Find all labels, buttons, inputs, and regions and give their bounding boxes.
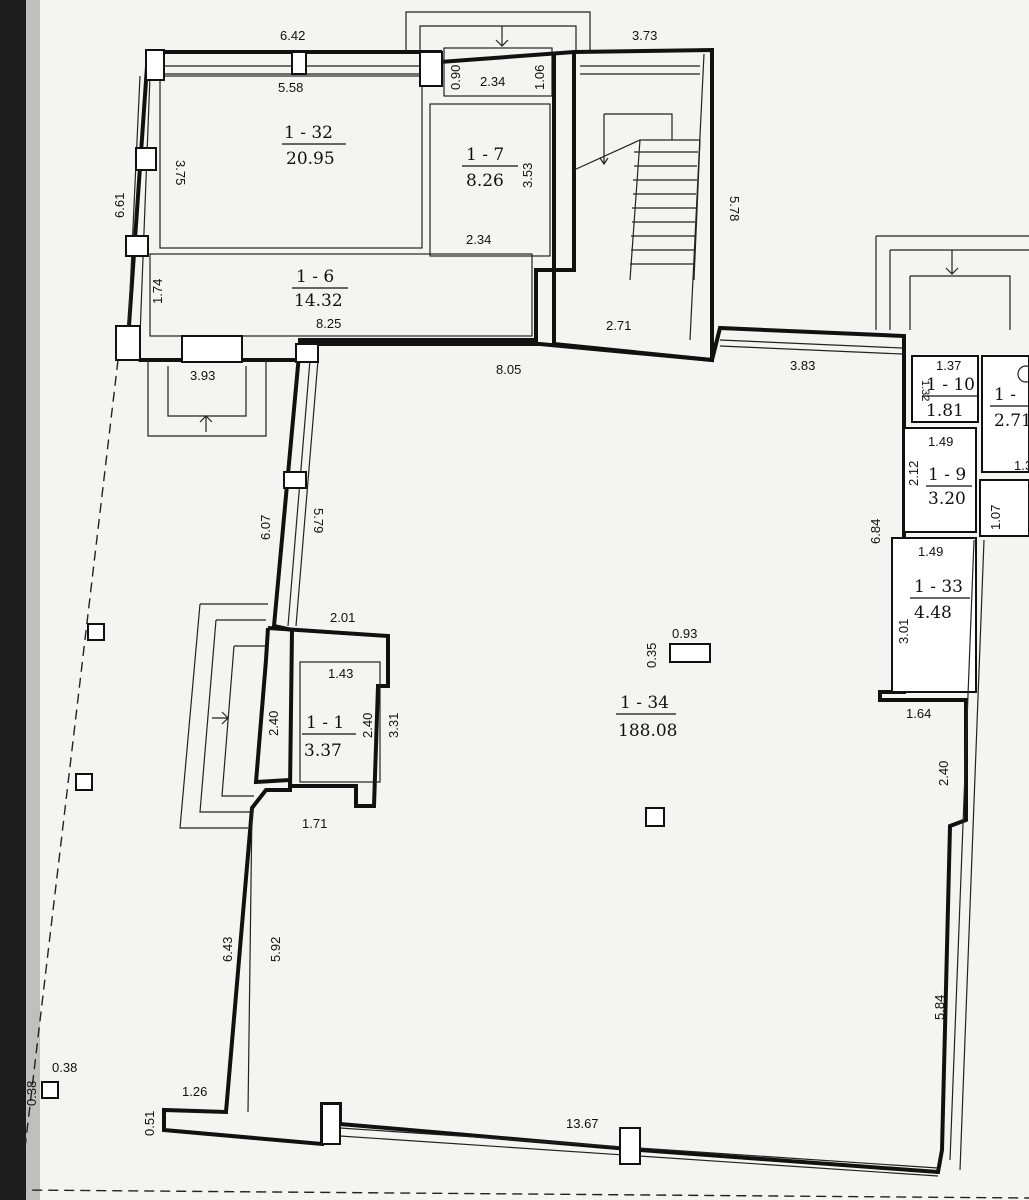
room-area: 4.48 bbox=[914, 603, 952, 623]
binding-edge bbox=[0, 0, 26, 1200]
dim-5-58: 5.58 bbox=[278, 80, 303, 95]
plot-boundary-line bbox=[19, 359, 1029, 1199]
dim-2-71: 2.71 bbox=[606, 318, 631, 333]
column-0-93 bbox=[669, 643, 711, 663]
room-area: 1.81 bbox=[926, 401, 964, 421]
left-porch bbox=[147, 335, 267, 437]
room-label-1-33: 1 - 33 4.48 bbox=[910, 577, 970, 623]
dim-2-12: 2.12 bbox=[906, 461, 921, 486]
dim-1-49-a: 1.49 bbox=[928, 434, 953, 449]
room-label-1-1: 1 - 1 3.37 bbox=[302, 713, 356, 761]
dim-1-37: 1.37 bbox=[936, 358, 961, 373]
dim-6-61: 6.61 bbox=[112, 193, 127, 218]
room-id: 1 - 34 bbox=[620, 693, 669, 713]
room-label-1-9: 1 - 9 3.20 bbox=[926, 465, 972, 509]
room-area: 20.95 bbox=[286, 149, 335, 169]
dim-0-93: 0.93 bbox=[672, 626, 697, 641]
dim-2-34-top: 2.34 bbox=[480, 74, 505, 89]
dim-1-64: 1.64 bbox=[906, 706, 931, 721]
dim-0-35: 0.35 bbox=[644, 643, 659, 668]
dim-3-83: 3.83 bbox=[790, 358, 815, 373]
dim-1-43: 1.43 bbox=[328, 666, 353, 681]
room-id: 1 - 10 bbox=[926, 375, 975, 395]
room-id: 1 - bbox=[994, 385, 1016, 405]
dim-6-07: 6.07 bbox=[258, 515, 273, 540]
room-id: 1 - 6 bbox=[296, 267, 334, 287]
dim-3-73: 3.73 bbox=[632, 28, 657, 43]
room-area: 2.71 bbox=[994, 411, 1029, 431]
dim-5-79: 5.79 bbox=[311, 508, 326, 533]
dim-3-53: 3.53 bbox=[520, 163, 535, 188]
upper-block-walls bbox=[115, 47, 576, 362]
room-id: 1 - 33 bbox=[914, 577, 963, 597]
room-label-1-6: 1 - 6 14.32 bbox=[292, 267, 348, 311]
dim-8-05: 8.05 bbox=[496, 362, 521, 377]
dim-1-49-b: 1.49 bbox=[918, 544, 943, 559]
dim-5-78: 5.78 bbox=[727, 196, 742, 221]
room-label-1-32: 1 - 32 20.95 bbox=[282, 123, 346, 169]
room-1-6-outline bbox=[149, 253, 533, 337]
dim-1-07: 1.07 bbox=[988, 505, 1003, 530]
dim-6-43: 6.43 bbox=[220, 937, 235, 962]
room-id: 1 - 32 bbox=[284, 123, 333, 143]
binding-shadow bbox=[26, 0, 40, 1200]
room-area: 3.20 bbox=[928, 489, 966, 509]
dimension-labels: 6.42 5.58 3.75 6.61 0.90 2.34 1.06 3.53 … bbox=[24, 28, 1029, 1136]
room-area: 3.37 bbox=[304, 741, 342, 761]
dim-0-38-a: 0.38 bbox=[24, 1081, 39, 1106]
room-id: 1 - 9 bbox=[928, 465, 966, 485]
dim-0-90: 0.90 bbox=[448, 65, 463, 90]
room-label-1-10: 1 - 10 1.81 bbox=[922, 375, 978, 421]
room-area: 188.08 bbox=[618, 721, 677, 741]
right-rooms bbox=[875, 235, 1029, 1171]
room-area: 8.26 bbox=[466, 171, 504, 191]
room-label-1-7: 1 - 7 8.26 bbox=[462, 145, 518, 191]
room-1-9-outline bbox=[903, 427, 977, 533]
dim-13-67: 13.67 bbox=[566, 1116, 599, 1131]
dim-0-51: 0.51 bbox=[142, 1111, 157, 1136]
room-id: 1 - 1 bbox=[306, 713, 344, 733]
room-id: 1 - 7 bbox=[466, 145, 504, 165]
room-1-7-outline bbox=[429, 103, 551, 257]
dim-2-40-b: 2.40 bbox=[360, 713, 375, 738]
room-1-32-outline bbox=[159, 75, 423, 249]
room-1-10-outline bbox=[911, 355, 979, 423]
dim-0-38-b: 0.38 bbox=[52, 1060, 77, 1075]
dim-3-75: 3.75 bbox=[173, 160, 188, 185]
room-label-1-34: 1 - 34 188.08 bbox=[616, 693, 677, 741]
dim-3-01: 3.01 bbox=[896, 619, 911, 644]
room-1-33-outline bbox=[891, 537, 977, 693]
dim-6-84: 6.84 bbox=[868, 519, 883, 544]
dim-1-06: 1.06 bbox=[532, 65, 547, 90]
dim-3-31: 3.31 bbox=[386, 713, 401, 738]
room-label-partial: 1 - 2.71 bbox=[990, 385, 1029, 431]
dim-5-92: 5.92 bbox=[268, 937, 283, 962]
dim-3-93: 3.93 bbox=[190, 368, 215, 383]
dim-1-74: 1.74 bbox=[150, 279, 165, 304]
dim-2-34-mid: 2.34 bbox=[466, 232, 491, 247]
dim-1-3: 1.3 bbox=[1014, 458, 1029, 473]
dim-2-01: 2.01 bbox=[330, 610, 355, 625]
dim-6-42: 6.42 bbox=[280, 28, 305, 43]
room-area: 14.32 bbox=[294, 291, 343, 311]
dim-2-40-c: 2.40 bbox=[936, 761, 951, 786]
dim-2-40-a: 2.40 bbox=[266, 711, 281, 736]
dim-5-84: 5.84 bbox=[932, 995, 947, 1020]
room-1-1-block bbox=[179, 603, 390, 829]
dim-1-71: 1.71 bbox=[302, 816, 327, 831]
column-square bbox=[645, 807, 665, 827]
room-labels: 1 - 32 20.95 1 - 7 8.26 1 - 6 14.32 1 - … bbox=[282, 123, 1029, 761]
dim-1-26: 1.26 bbox=[182, 1084, 207, 1099]
dim-8-25: 8.25 bbox=[316, 316, 341, 331]
